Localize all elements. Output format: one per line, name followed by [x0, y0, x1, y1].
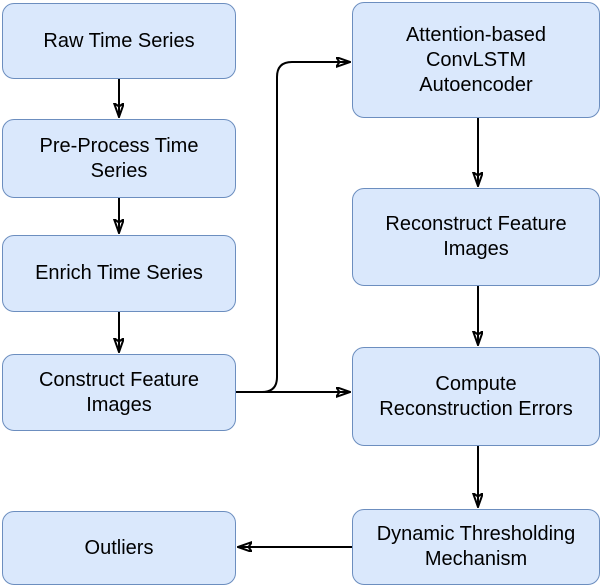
node-compute-reconstruction-errors: Compute Reconstruction Errors — [352, 347, 600, 446]
node-label: Enrich Time Series — [35, 262, 203, 284]
node-label: Pre-Process Time Series — [39, 134, 199, 182]
node-label: Reconstruct Feature Images — [385, 213, 567, 260]
arrow-construct-to-autoencoder — [261, 62, 350, 393]
node-reconstruct-feature-images: Reconstruct Feature Images — [352, 188, 600, 286]
node-pre-process-time-series: Pre-Process Time Series — [2, 119, 236, 198]
node-dynamic-thresholding-mechanism: Dynamic Thresholding Mechanism — [352, 509, 600, 585]
node-enrich-time-series: Enrich Time Series — [2, 235, 236, 312]
node-label: Compute Reconstruction Errors — [379, 372, 573, 420]
node-construct-feature-images: Construct Feature Images — [2, 354, 236, 431]
node-label: Raw Time Series — [43, 29, 195, 52]
node-label: Attention-based ConvLSTM Autoencoder — [405, 23, 547, 96]
node-attention-convlstm-autoencoder: Attention-based ConvLSTM Autoencoder — [352, 2, 600, 118]
node-label: Dynamic Thresholding Mechanism — [376, 523, 576, 570]
node-outliers: Outliers — [2, 511, 236, 585]
node-label: Outliers — [84, 536, 154, 559]
node-label: Construct Feature Images — [38, 368, 200, 416]
node-raw-time-series: Raw Time Series — [2, 3, 236, 79]
